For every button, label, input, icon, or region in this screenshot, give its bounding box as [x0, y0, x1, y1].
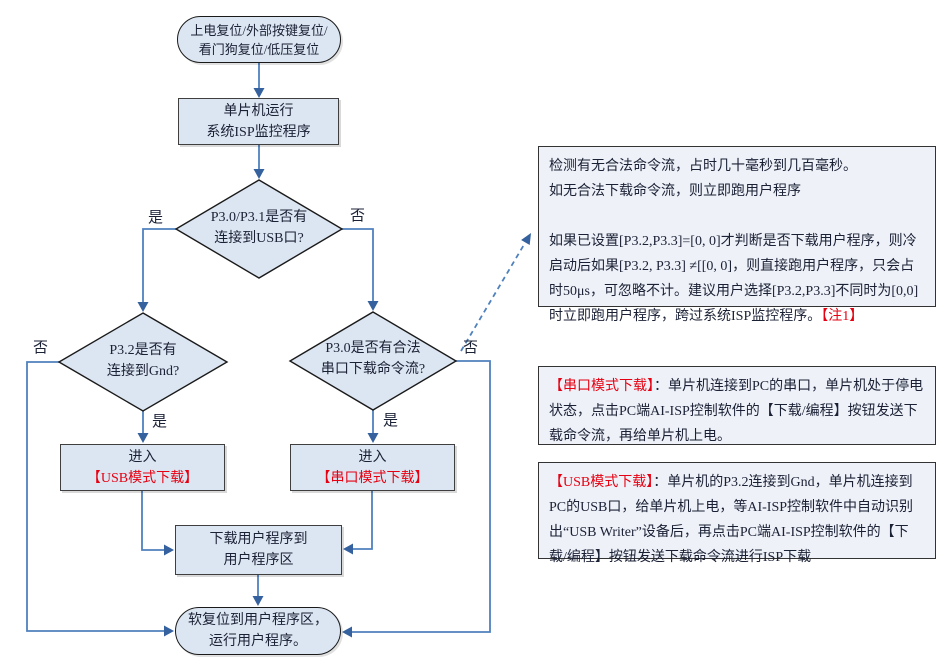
label-no-gnd: 否: [33, 340, 49, 356]
note3-title: 【USB模式下载】: [549, 475, 654, 490]
edge-serialbox-to-download: [353, 491, 373, 550]
edge-usbbox-to-download: [141, 491, 164, 551]
terminal-start: 上电复位/外部按键复位/ 看门狗复位/低压复位: [177, 16, 341, 63]
process-enter-usb: 进入 【USB模式下载】: [60, 444, 225, 491]
process-download-line2: 用户程序区: [223, 553, 294, 568]
decision-usb-shape: [174, 179, 344, 279]
note1-para2: 如果已设置[P3.2,P3.3]=[0, 0]才判断是否下载用户程序，则冷启动后…: [549, 229, 925, 329]
arrow-down-icon: [252, 596, 264, 606]
edge-dashed-note: [460, 242, 526, 352]
decision-gnd-line2: 连接到Gnd?: [106, 364, 180, 379]
decision-serial-text: P3.0是否有合法 串口下载命令流?: [295, 338, 451, 380]
terminal-end: 软复位到用户程序区， 运行用户程序。: [175, 607, 341, 655]
process-monitor: 单片机运行 系统ISP监控程序: [178, 98, 339, 145]
decision-gnd-text: P3.2是否有 连接到Gnd?: [67, 340, 219, 382]
note1-para1-line2: 如无合法下载命令流，则立即跑用户程序: [549, 184, 801, 199]
decision-diamonds: [57, 179, 458, 412]
decision-serial-line2: 串口下载命令流?: [320, 362, 426, 377]
note1-spacer: [549, 204, 925, 229]
arrow-down-icon: [137, 433, 149, 443]
arrow-right-icon: [164, 625, 174, 637]
decision-gnd-shape: [57, 312, 229, 412]
terminal-start-line1: 上电复位/外部按键复位/: [190, 22, 328, 38]
note-detect-command: 检测有无合法命令流，占时几十毫秒到几百毫秒。 如无合法下载命令流，则立即跑用户程…: [538, 146, 936, 324]
note3-body: 【USB模式下载】：单片机的P3.2连接到Gnd，单片机连接到PC的USB口，给…: [549, 470, 925, 570]
decision-serial-shape: [288, 311, 458, 411]
label-yes-serial: 是: [383, 413, 399, 429]
process-monitor-line2: 系统ISP监控程序: [206, 124, 311, 140]
process-enter-usb-line2: 【USB模式下载】: [86, 470, 199, 486]
note2-text: ：单片机连接到PC的串口，单片机处于停电状态，点击PC端AI-ISP控制软件的【…: [549, 379, 924, 444]
arrow-right-icon: [164, 544, 174, 556]
note2-body: 【串口模式下载】：单片机连接到PC的串口，单片机处于停电状态，点击PC端AI-I…: [549, 374, 925, 449]
arrow-down-icon: [367, 301, 379, 311]
arrow-left-icon: [342, 626, 352, 638]
note-serial-mode: 【串口模式下载】：单片机连接到PC的串口，单片机处于停电状态，点击PC端AI-I…: [538, 366, 936, 445]
arrow-down-icon: [367, 433, 379, 443]
label-no-usb: 否: [350, 208, 366, 224]
arrowheads: [137, 88, 531, 638]
process-download: 下载用户程序到 用户程序区: [175, 525, 342, 575]
terminal-start-line2: 看门狗复位/低压复位: [198, 41, 320, 57]
process-enter-serial-line1: 进入: [358, 449, 387, 465]
note1-para2-text: 如果已设置[P3.2,P3.3]=[0, 0]才判断是否下载用户程序，则冷启动后…: [549, 234, 919, 324]
process-download-line1: 下载用户程序到: [209, 532, 308, 547]
label-yes-gnd: 是: [152, 414, 168, 430]
note-usb-mode: 【USB模式下载】：单片机的P3.2连接到Gnd，单片机连接到PC的USB口，给…: [538, 462, 936, 565]
edge-dgnd-no: [26, 361, 164, 632]
arrow-down-icon: [253, 169, 265, 179]
edge-dusb-yes: [142, 228, 176, 303]
arrow-left-icon: [343, 543, 353, 555]
note1-tag: 【注1】: [821, 309, 864, 324]
decision-usb-line2: 连接到USB口?: [214, 231, 304, 246]
process-enter-usb-line1: 进入: [128, 449, 157, 465]
decision-gnd-line1: P3.2是否有: [109, 343, 177, 358]
process-enter-serial-line2: 【串口模式下载】: [316, 470, 429, 486]
process-monitor-line1: 单片机运行: [223, 103, 294, 119]
note2-title: 【串口模式下载】: [549, 379, 654, 394]
arrow-down-icon: [137, 302, 149, 312]
decision-serial-line1: P3.0是否有合法: [325, 341, 421, 356]
terminal-end-line2: 运行用户程序。: [209, 634, 307, 649]
arrow-down-icon: [253, 88, 265, 98]
note3-text: ：单片机的P3.2连接到Gnd，单片机连接到PC的USB口，给单片机上电，等AI…: [549, 475, 914, 565]
edge-dusb-no: [342, 228, 374, 302]
connector-lines: [26, 63, 526, 633]
label-no-serial: 否: [463, 340, 479, 356]
decision-usb-text: P3.0/P3.1是否有 连接到USB口?: [184, 207, 334, 249]
note1-para1-line1: 检测有无合法命令流，占时几十毫秒到几百毫秒。: [549, 159, 857, 174]
edge-dserial-no: [352, 360, 491, 633]
process-enter-serial: 进入 【串口模式下载】: [290, 444, 455, 491]
arrow-diagonal-icon: [521, 233, 531, 245]
label-yes-usb: 是: [148, 210, 164, 226]
decision-usb-line1: P3.0/P3.1是否有: [210, 210, 308, 225]
terminal-end-line1: 软复位到用户程序区，: [188, 613, 328, 628]
